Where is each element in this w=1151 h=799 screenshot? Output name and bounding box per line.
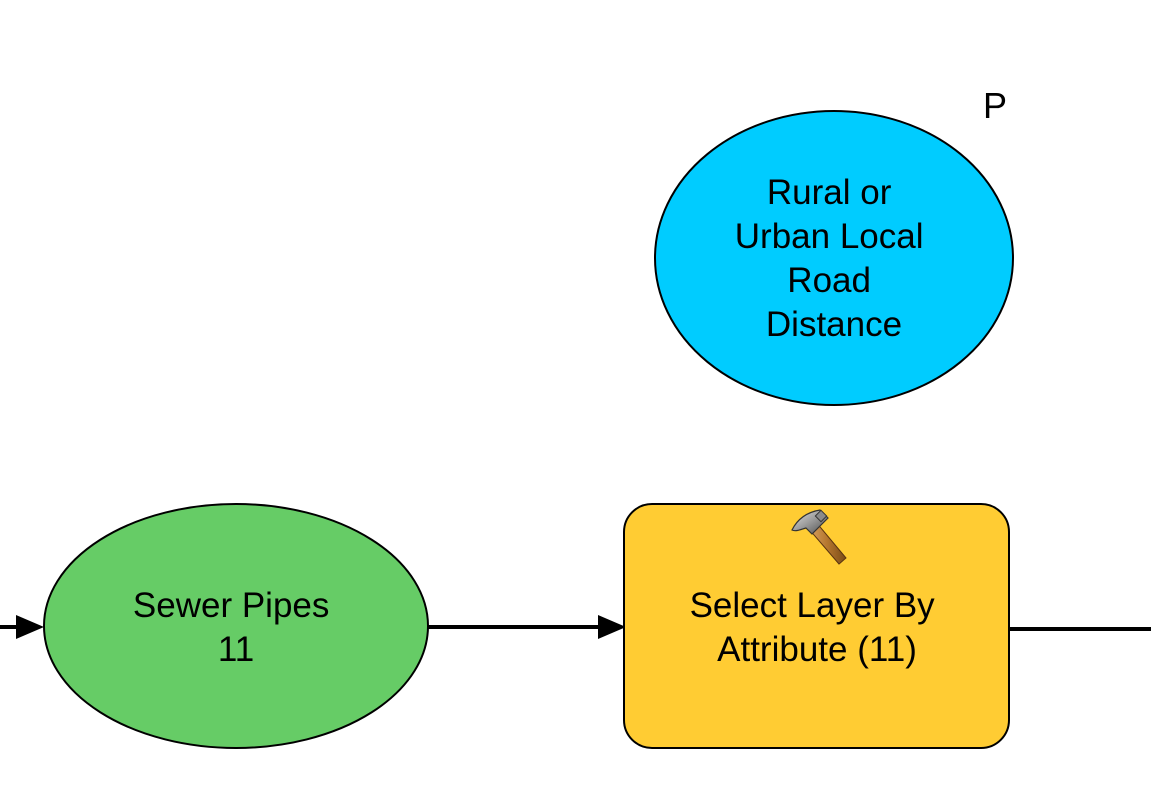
parameter-flag: P — [983, 85, 1007, 126]
select-layer-label: Select Layer By Attribute (11) — [690, 586, 945, 669]
select-layer-tool-box — [623, 503, 1010, 749]
road-distance-variable-node[interactable]: Rural or Urban Local Road Distance — [654, 110, 1014, 406]
sewer-pipes-label-line: Sewer Pipes — [133, 586, 329, 625]
sewer-pipes-variable-node[interactable]: Sewer Pipes 11 — [43, 503, 429, 749]
road-distance-label-line: Urban Local — [735, 217, 924, 256]
road-distance-label-line: Road — [787, 261, 871, 300]
arrowhead — [598, 615, 626, 639]
select-layer-label-line: Select Layer By — [690, 586, 936, 625]
sewer-pipes-label-line: 11 — [218, 630, 254, 669]
sewer-pipes-label: Sewer Pipes 11 — [133, 586, 339, 669]
sewer-pipes-ellipse — [43, 503, 429, 749]
connector-incoming-to-sewer-pipes[interactable] — [0, 615, 44, 639]
arrowhead — [16, 615, 44, 639]
road-distance-label-line: Rural or — [767, 173, 892, 212]
select-layer-label-line: Attribute (11) — [717, 630, 917, 669]
hammer-icon — [791, 509, 847, 565]
road-distance-label-line: Distance — [766, 305, 902, 344]
road-distance-label: Rural or Urban Local Road Distance — [735, 173, 933, 344]
connector-sewer-pipes-to-select-layer[interactable] — [428, 615, 626, 639]
road-distance-ellipse — [654, 110, 1014, 406]
select-layer-by-attribute-tool-node[interactable]: Select Layer By Attribute (11) — [623, 503, 1010, 749]
